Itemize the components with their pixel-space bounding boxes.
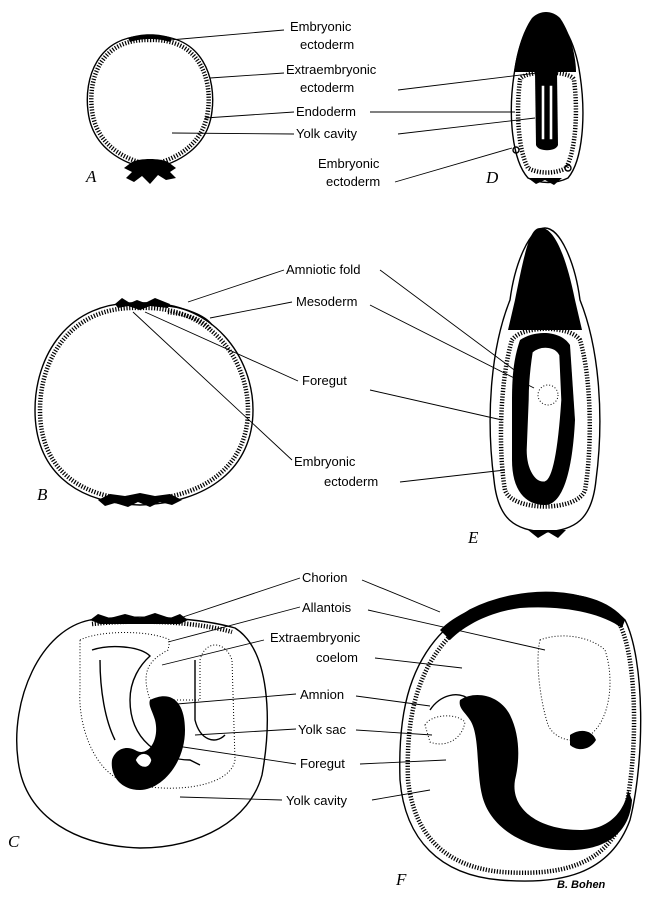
label-yolk-cavity-top: Yolk cavity (296, 126, 357, 141)
figure-a (86, 34, 214, 184)
labels: Embryonic ectoderm Extraembryonic ectode… (270, 19, 380, 808)
figure-b (34, 298, 254, 507)
panel-label-a: A (85, 167, 97, 186)
label-embryonic-ectoderm-d-2: ectoderm (326, 174, 380, 189)
label-amniotic-fold: Amniotic fold (286, 262, 360, 277)
figure-e (489, 227, 601, 538)
leader-lines (132, 29, 546, 801)
label-chorion: Chorion (302, 570, 348, 585)
label-yolk-sac: Yolk sac (298, 722, 346, 737)
label-allantois: Allantois (302, 600, 352, 615)
label-mesoderm: Mesoderm (296, 294, 357, 309)
figure-d (510, 12, 584, 185)
label-embryonic-ectoderm-a-1: Embryonic (290, 19, 352, 34)
label-extraembryonic-coelom-2: coelom (316, 650, 358, 665)
label-embryonic-ectoderm-b-1: Embryonic (294, 454, 356, 469)
label-amnion: Amnion (300, 687, 344, 702)
panel-label-b: B (37, 485, 48, 504)
label-embryonic-ectoderm-b-2: ectoderm (324, 474, 378, 489)
panel-label-c: C (8, 832, 20, 851)
label-extraembryonic-coelom-1: Extraembryonic (270, 630, 361, 645)
panel-label-e: E (467, 528, 479, 547)
panel-label-f: F (395, 870, 407, 889)
figure-f (399, 591, 642, 882)
label-embryonic-ectoderm-d-1: Embryonic (318, 156, 380, 171)
label-extraembryonic-ectoderm-2: ectoderm (300, 80, 354, 95)
label-foregut-bottom: Foregut (300, 756, 345, 771)
artist-signature: B. Bohen (557, 879, 606, 891)
panel-letters: A D B E C F (8, 167, 499, 889)
label-extraembryonic-ectoderm-1: Extraembryonic (286, 62, 377, 77)
panel-label-d: D (485, 168, 499, 187)
label-embryonic-ectoderm-a-2: ectoderm (300, 37, 354, 52)
label-endoderm: Endoderm (296, 104, 356, 119)
label-yolk-cavity-bottom: Yolk cavity (286, 793, 347, 808)
label-foregut-middle: Foregut (302, 373, 347, 388)
